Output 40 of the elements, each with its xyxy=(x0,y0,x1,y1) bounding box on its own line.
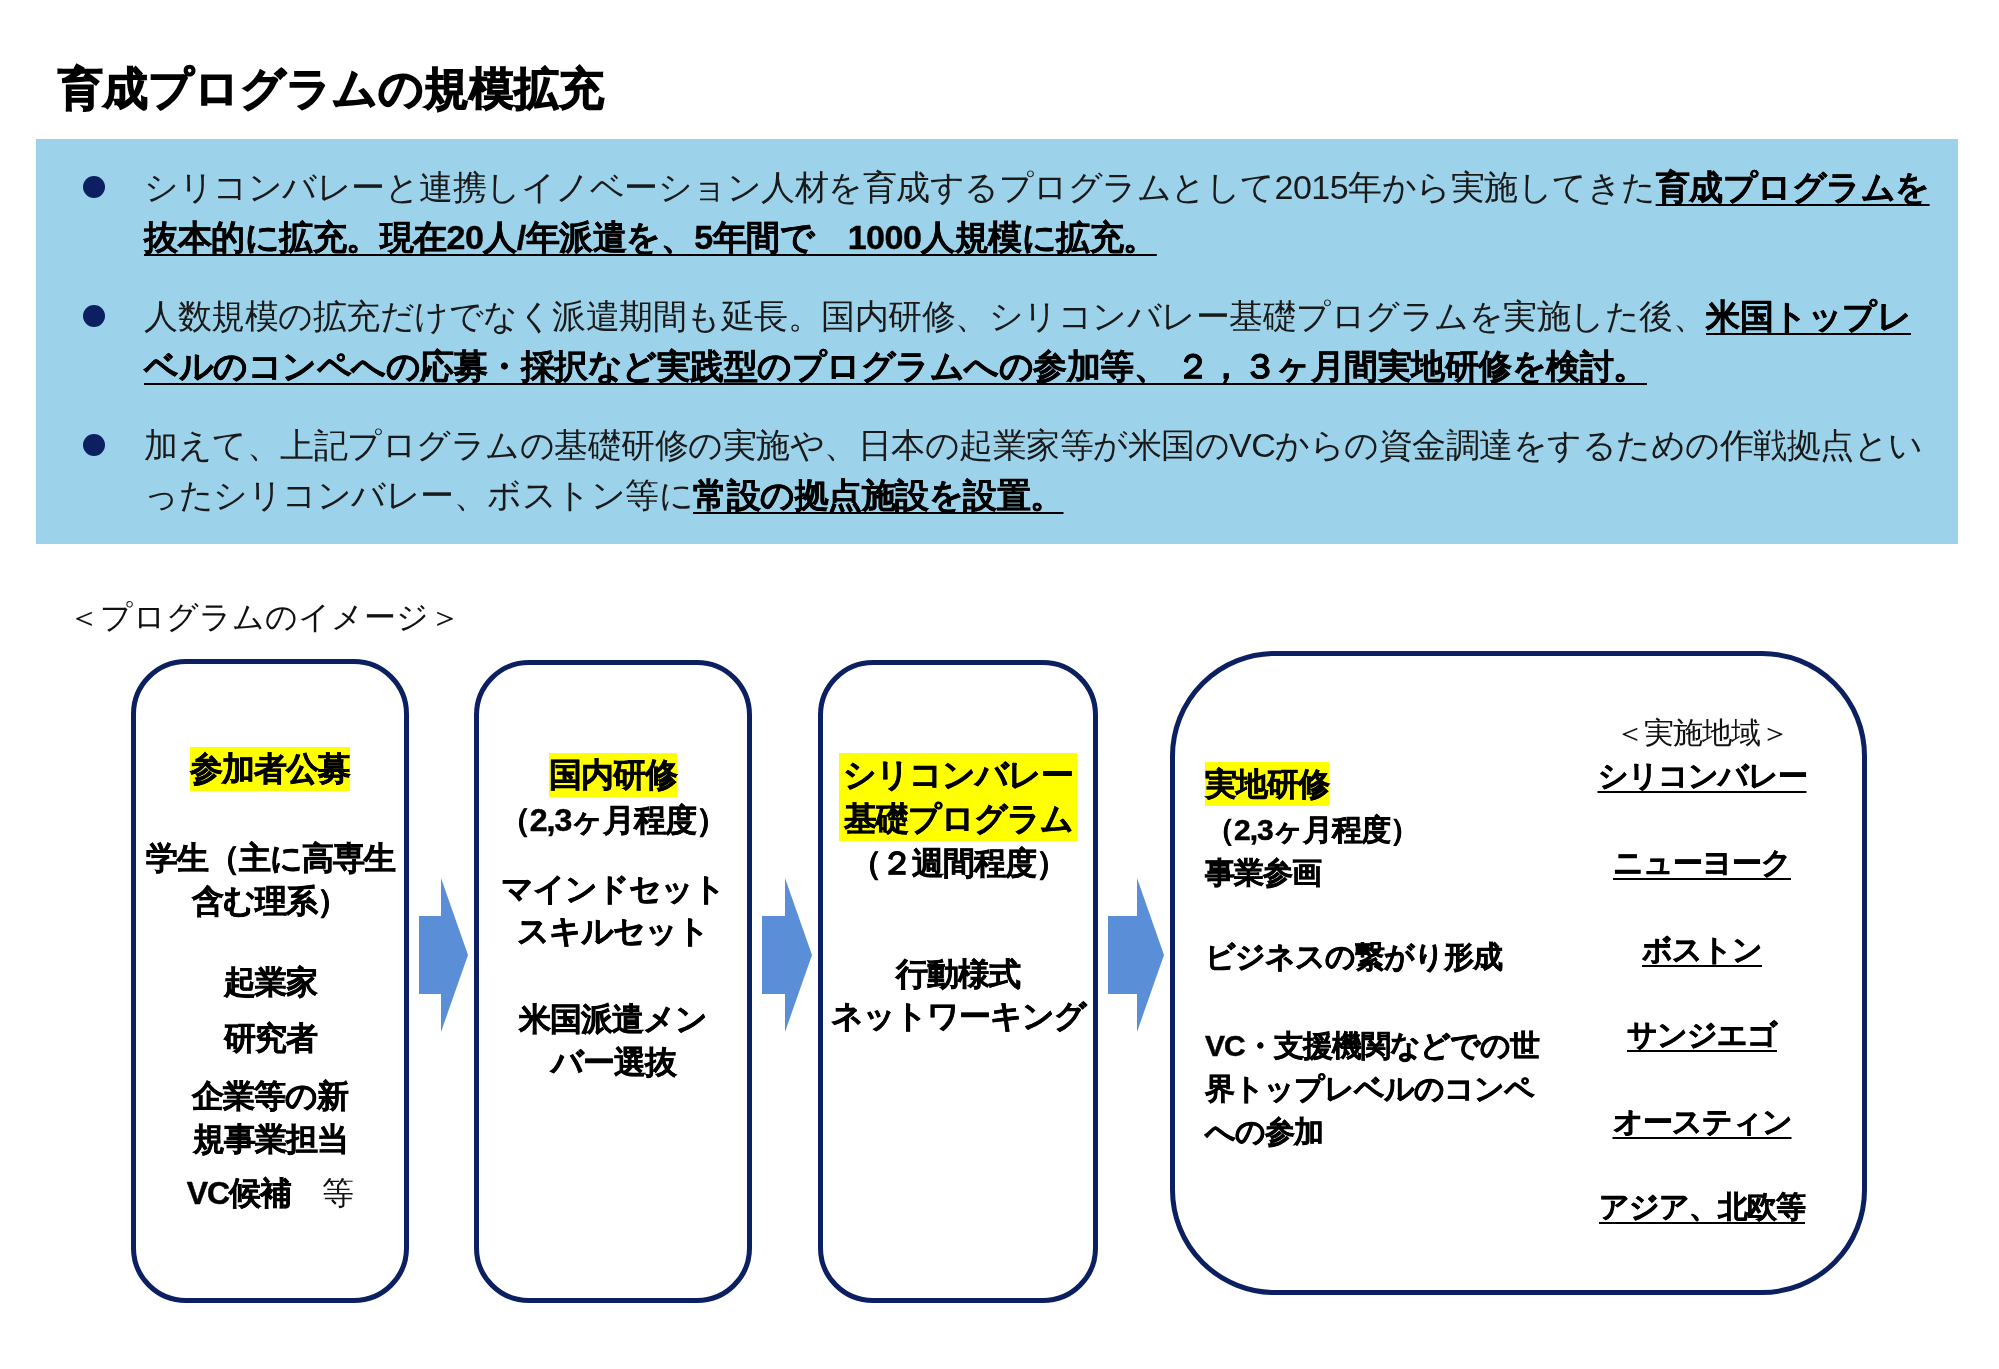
item-text: （2,3ヶ月程度） xyxy=(498,801,728,838)
item-text: 事業参画 xyxy=(1205,855,1321,889)
block-arrow xyxy=(1108,878,1164,1032)
item-text: 起業家 xyxy=(223,963,317,1000)
highlighted-heading: シリコンバレー基礎プログラム xyxy=(839,753,1077,841)
item-text: 米国派遣メンバー選抜 xyxy=(519,1000,707,1080)
item-text: マインドセット xyxy=(501,870,725,907)
bullet-text: 加えて、上記プログラムの基礎研修の実施や、日本の起業家等が米国のVCからの資金調達をするための作戦拠点といったシリコンバレー、ボストン等に常設の拠点施設を設置。 xyxy=(144,426,1923,514)
block-arrow xyxy=(419,878,468,1032)
location-text: アジア、北欧等 xyxy=(1599,1189,1805,1223)
item-text: ネットワーキング xyxy=(830,997,1086,1034)
title: 育成プログラムの規模拡充 xyxy=(58,63,604,114)
item-text: VC・支援機関などでの世界トップレベルのコンペへの参加 xyxy=(1205,1028,1539,1148)
location-text: ボストン xyxy=(1642,932,1762,966)
item-text: VC候補 等 xyxy=(186,1174,354,1211)
item-text: 行動様式 xyxy=(896,955,1020,992)
item-text: スキルセット xyxy=(517,912,709,949)
highlighted-heading: 国内研修 xyxy=(549,753,677,797)
highlighted-heading: 参加者公募 xyxy=(190,747,350,791)
item-text: ビジネスの繋がり形成 xyxy=(1205,939,1502,973)
rounded-box xyxy=(474,660,752,1303)
info-panel xyxy=(36,139,1958,544)
highlighted-heading: 実地研修 xyxy=(1205,762,1329,806)
section-label: ＜プログラムのイメージ＞ xyxy=(68,599,461,635)
rounded-box xyxy=(818,660,1098,1303)
location-text: ニューヨーク xyxy=(1613,845,1791,879)
bullet-text: シリコンバレーと連携しイノベーション人材を育成するプログラムとして2015年から実施してきた育成プログラムを抜本的に拡充。現在20人/年派遣を、5年間で 1000人規模に拡充。 xyxy=(144,168,1930,256)
subheading: ＜実施地域＞ xyxy=(1615,715,1789,749)
item-text: （2,3ヶ月程度） xyxy=(1205,812,1419,846)
rounded-box xyxy=(131,659,409,1303)
item-text: 学生（主に高専生含む理系） xyxy=(145,839,395,919)
item-text: （２週間程度） xyxy=(849,844,1067,881)
location-text: オースティン xyxy=(1612,1104,1792,1138)
location-text: サンジエゴ xyxy=(1627,1017,1777,1051)
location-text: シリコンバレー xyxy=(1597,758,1807,792)
item-text: 企業等の新規事業担当 xyxy=(192,1077,348,1157)
item-text: 研究者 xyxy=(223,1019,317,1056)
block-arrow xyxy=(762,878,812,1032)
bullet-text: 人数規模の拡充だけでなく派遣期間も延長。国内研修、シリコンバレー基礎プログラムを実施した後、米国トップレベルのコンペへの応募・採択など実践型のプログラムへの参加等、 ２，３ヶ月間実地研修を検討。 xyxy=(144,297,1911,385)
rounded-box xyxy=(1170,651,1867,1295)
